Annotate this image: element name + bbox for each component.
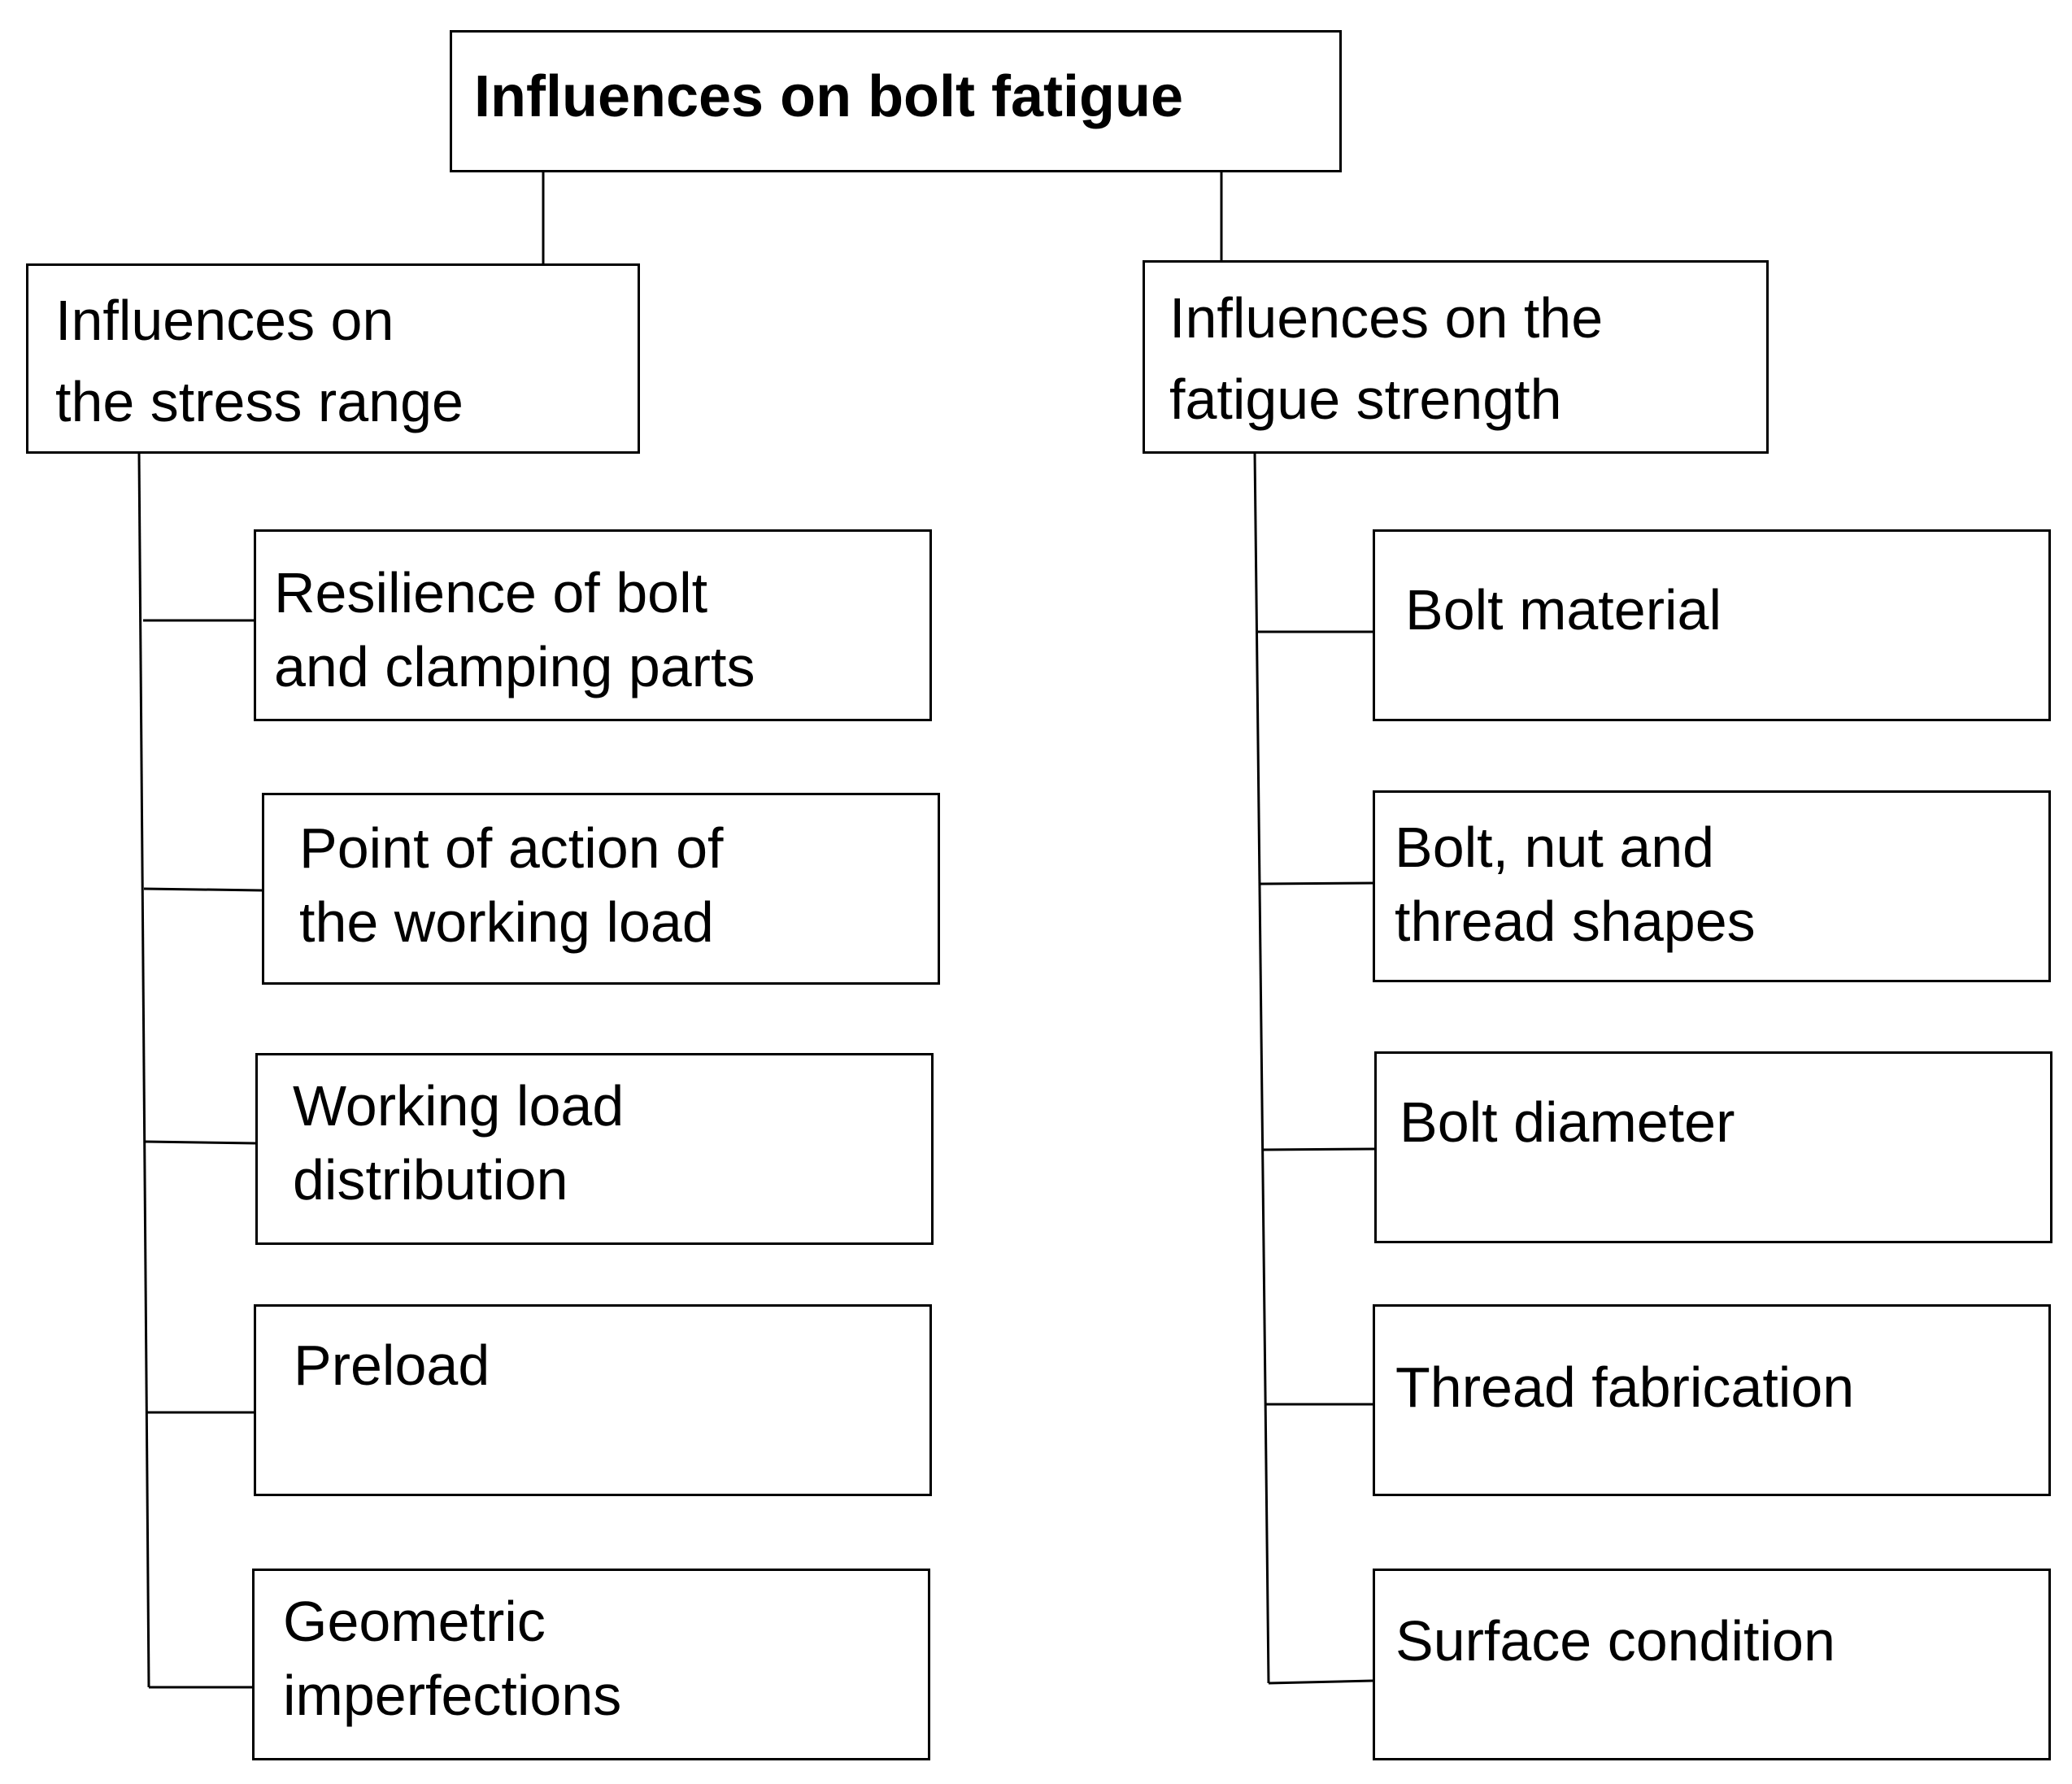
left-connector-3: [145, 1140, 256, 1145]
right-item-box: Bolt diameter: [1374, 1051, 2052, 1243]
right-item-label: Bolt material: [1405, 578, 1722, 642]
right-connector-5: [1268, 1679, 1373, 1685]
right-item-box: Thread fabrication: [1373, 1304, 2051, 1496]
left-item-label: Point of action of the working load: [299, 816, 724, 954]
right-connector-2: [1259, 881, 1373, 885]
right-item-label: Bolt, nut and thread shapes: [1395, 816, 1756, 953]
left-connector-2: [143, 887, 263, 892]
left-item-label: Geometric imperfections: [283, 1590, 622, 1727]
root-label: Influences on bolt fatigue: [474, 64, 1184, 129]
right-connector-3: [1261, 1147, 1375, 1151]
right-item-box: Surface condition: [1373, 1569, 2051, 1760]
left-item-box: Point of action of the working load: [262, 793, 940, 985]
left-trunk-line: [137, 453, 150, 1688]
left-item-box: Geometric imperfections: [252, 1569, 930, 1760]
left-item-label: Preload: [294, 1334, 490, 1397]
right-branch-label: Influences on the fatigue strength: [1169, 286, 1604, 431]
left-item-box: Resilience of bolt and clamping parts: [254, 529, 932, 721]
right-item-label: Surface condition: [1395, 1609, 1835, 1673]
left-item-label: Working load distribution: [293, 1074, 625, 1212]
right-item-label: Thread fabrication: [1395, 1355, 1855, 1419]
right-item-label: Bolt diameter: [1399, 1090, 1735, 1154]
left-item-box: Preload: [254, 1304, 932, 1496]
root-box: Influences on bolt fatigue: [450, 30, 1342, 172]
right-branch-box: Influences on the fatigue strength: [1143, 260, 1769, 454]
right-item-box: Bolt, nut and thread shapes: [1373, 790, 2051, 982]
left-branch-label: Influences on the stress range: [55, 289, 464, 433]
right-trunk-line: [1253, 451, 1270, 1684]
right-item-box: Bolt material: [1373, 529, 2051, 721]
left-item-label: Resilience of bolt and clamping parts: [274, 561, 755, 698]
left-branch-box: Influences on the stress range: [26, 263, 640, 454]
left-item-box: Working load distribution: [255, 1053, 934, 1245]
